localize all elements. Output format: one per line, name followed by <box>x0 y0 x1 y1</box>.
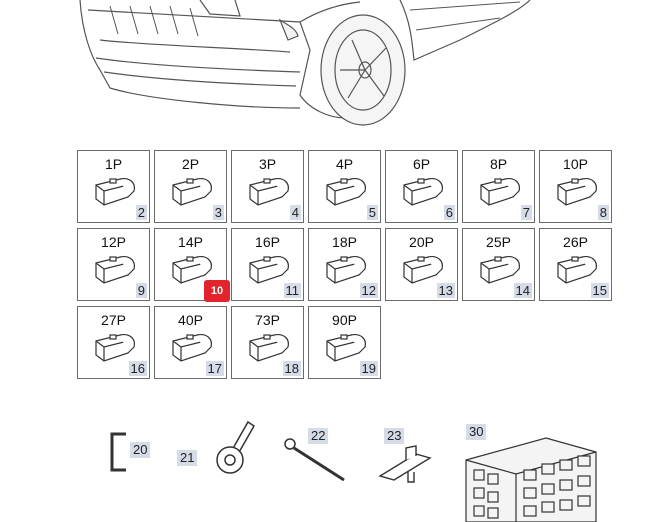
connector-plug-icon <box>326 178 366 206</box>
parts-row: 20 21 22 23 <box>0 390 645 522</box>
ring-terminal-icon[interactable] <box>212 418 262 478</box>
part-number: 15 <box>590 283 609 298</box>
connector-cell[interactable]: 1P 2 <box>77 150 150 223</box>
connector-plug-icon <box>172 256 212 284</box>
connector-plug-icon <box>403 178 443 206</box>
connector-cell[interactable]: 25P 14 <box>462 228 535 301</box>
connector-cell[interactable]: 8P 7 <box>462 150 535 223</box>
connector-label: 27P <box>101 312 126 328</box>
connector-label: 2P <box>181 156 200 172</box>
connector-plug-icon <box>95 178 135 206</box>
part-number: 14 <box>513 283 532 298</box>
part-number: 5 <box>366 205 378 220</box>
part-number: 8 <box>597 205 609 220</box>
part-number: 30 <box>466 424 487 440</box>
part-number: 16 <box>128 361 147 376</box>
connector-plug-icon <box>403 256 443 284</box>
connector-plug-icon <box>95 334 135 362</box>
part-number: 18 <box>282 361 301 376</box>
part-number: 23 <box>384 428 405 444</box>
connector-label: 90P <box>332 312 357 328</box>
connector-plug-icon <box>249 178 289 206</box>
part-number: 19 <box>359 361 378 376</box>
car-illustration <box>79 0 531 126</box>
connector-cell[interactable]: 40P 17 <box>154 306 227 379</box>
connector-plug-icon <box>249 334 289 362</box>
connector-plug-icon <box>326 256 366 284</box>
connector-cell[interactable]: 90P 19 <box>308 306 381 379</box>
connector-label: 6P <box>412 156 431 172</box>
connector-plug-icon <box>326 334 366 362</box>
connector-plug-icon <box>249 256 289 284</box>
connector-cell[interactable]: 12P 9 <box>77 228 150 301</box>
wire-pin-icon[interactable] <box>282 436 350 484</box>
connector-plug-icon <box>172 334 212 362</box>
part-number: 9 <box>135 283 147 298</box>
connector-plug-icon <box>95 256 135 284</box>
part-number: 20 <box>130 442 151 458</box>
connector-label: 73P <box>255 312 280 328</box>
part-number: 13 <box>436 283 455 298</box>
connector-label: 8P <box>489 156 508 172</box>
part-number: 11 <box>283 283 301 298</box>
connector-label: 1P <box>104 156 123 172</box>
part-number: 3 <box>212 205 224 220</box>
part-number: 6 <box>443 205 455 220</box>
connector-label: 20P <box>409 234 434 250</box>
connector-cell[interactable]: 20P 13 <box>385 228 458 301</box>
part-number: 17 <box>205 361 224 376</box>
connector-plug-icon <box>172 178 212 206</box>
connector-cell[interactable]: 27P 16 <box>77 306 150 379</box>
fuse-box-icon[interactable] <box>456 430 606 522</box>
connector-label: 26P <box>563 234 588 250</box>
connector-cell[interactable]: 26P 15 <box>539 228 612 301</box>
connector-cell[interactable]: 4P 5 <box>308 150 381 223</box>
part-number: 2 <box>135 205 147 220</box>
connector-label: 3P <box>258 156 277 172</box>
connector-cell[interactable]: 6P 6 <box>385 150 458 223</box>
part-number: 22 <box>308 428 329 444</box>
connector-label: 16P <box>255 234 280 250</box>
connector-plug-icon <box>480 256 520 284</box>
part-number: 7 <box>520 205 532 220</box>
connector-label: 18P <box>332 234 357 250</box>
connector-cell[interactable]: 3P 4 <box>231 150 304 223</box>
connector-label: 4P <box>335 156 354 172</box>
connector-cell[interactable]: 2P 3 <box>154 150 227 223</box>
connector-plug-icon <box>557 178 597 206</box>
connector-label: 12P <box>101 234 126 250</box>
part-number: 4 <box>289 205 301 220</box>
mounting-clip-icon[interactable] <box>376 442 434 486</box>
connector-label: 25P <box>486 234 511 250</box>
connector-label: 40P <box>178 312 203 328</box>
part-number: 21 <box>177 450 198 466</box>
bracket-clip-icon[interactable] <box>108 432 130 472</box>
connector-cell[interactable]: 18P 12 <box>308 228 381 301</box>
part-number: 12 <box>359 283 378 298</box>
connector-plug-icon <box>557 256 597 284</box>
connector-plug-icon <box>480 178 520 206</box>
connector-cell[interactable]: 16P 11 <box>231 228 304 301</box>
connector-label: 10P <box>563 156 588 172</box>
highlight-badge[interactable]: 10 <box>204 280 230 302</box>
connector-cell[interactable]: 10P 8 <box>539 150 612 223</box>
connector-cell[interactable]: 73P 18 <box>231 306 304 379</box>
connector-grid: 1P 2 2P 3 3P 4 4P 5 6P 6 8P 7 10P 8 12P … <box>77 150 612 379</box>
connector-label: 14P <box>178 234 203 250</box>
